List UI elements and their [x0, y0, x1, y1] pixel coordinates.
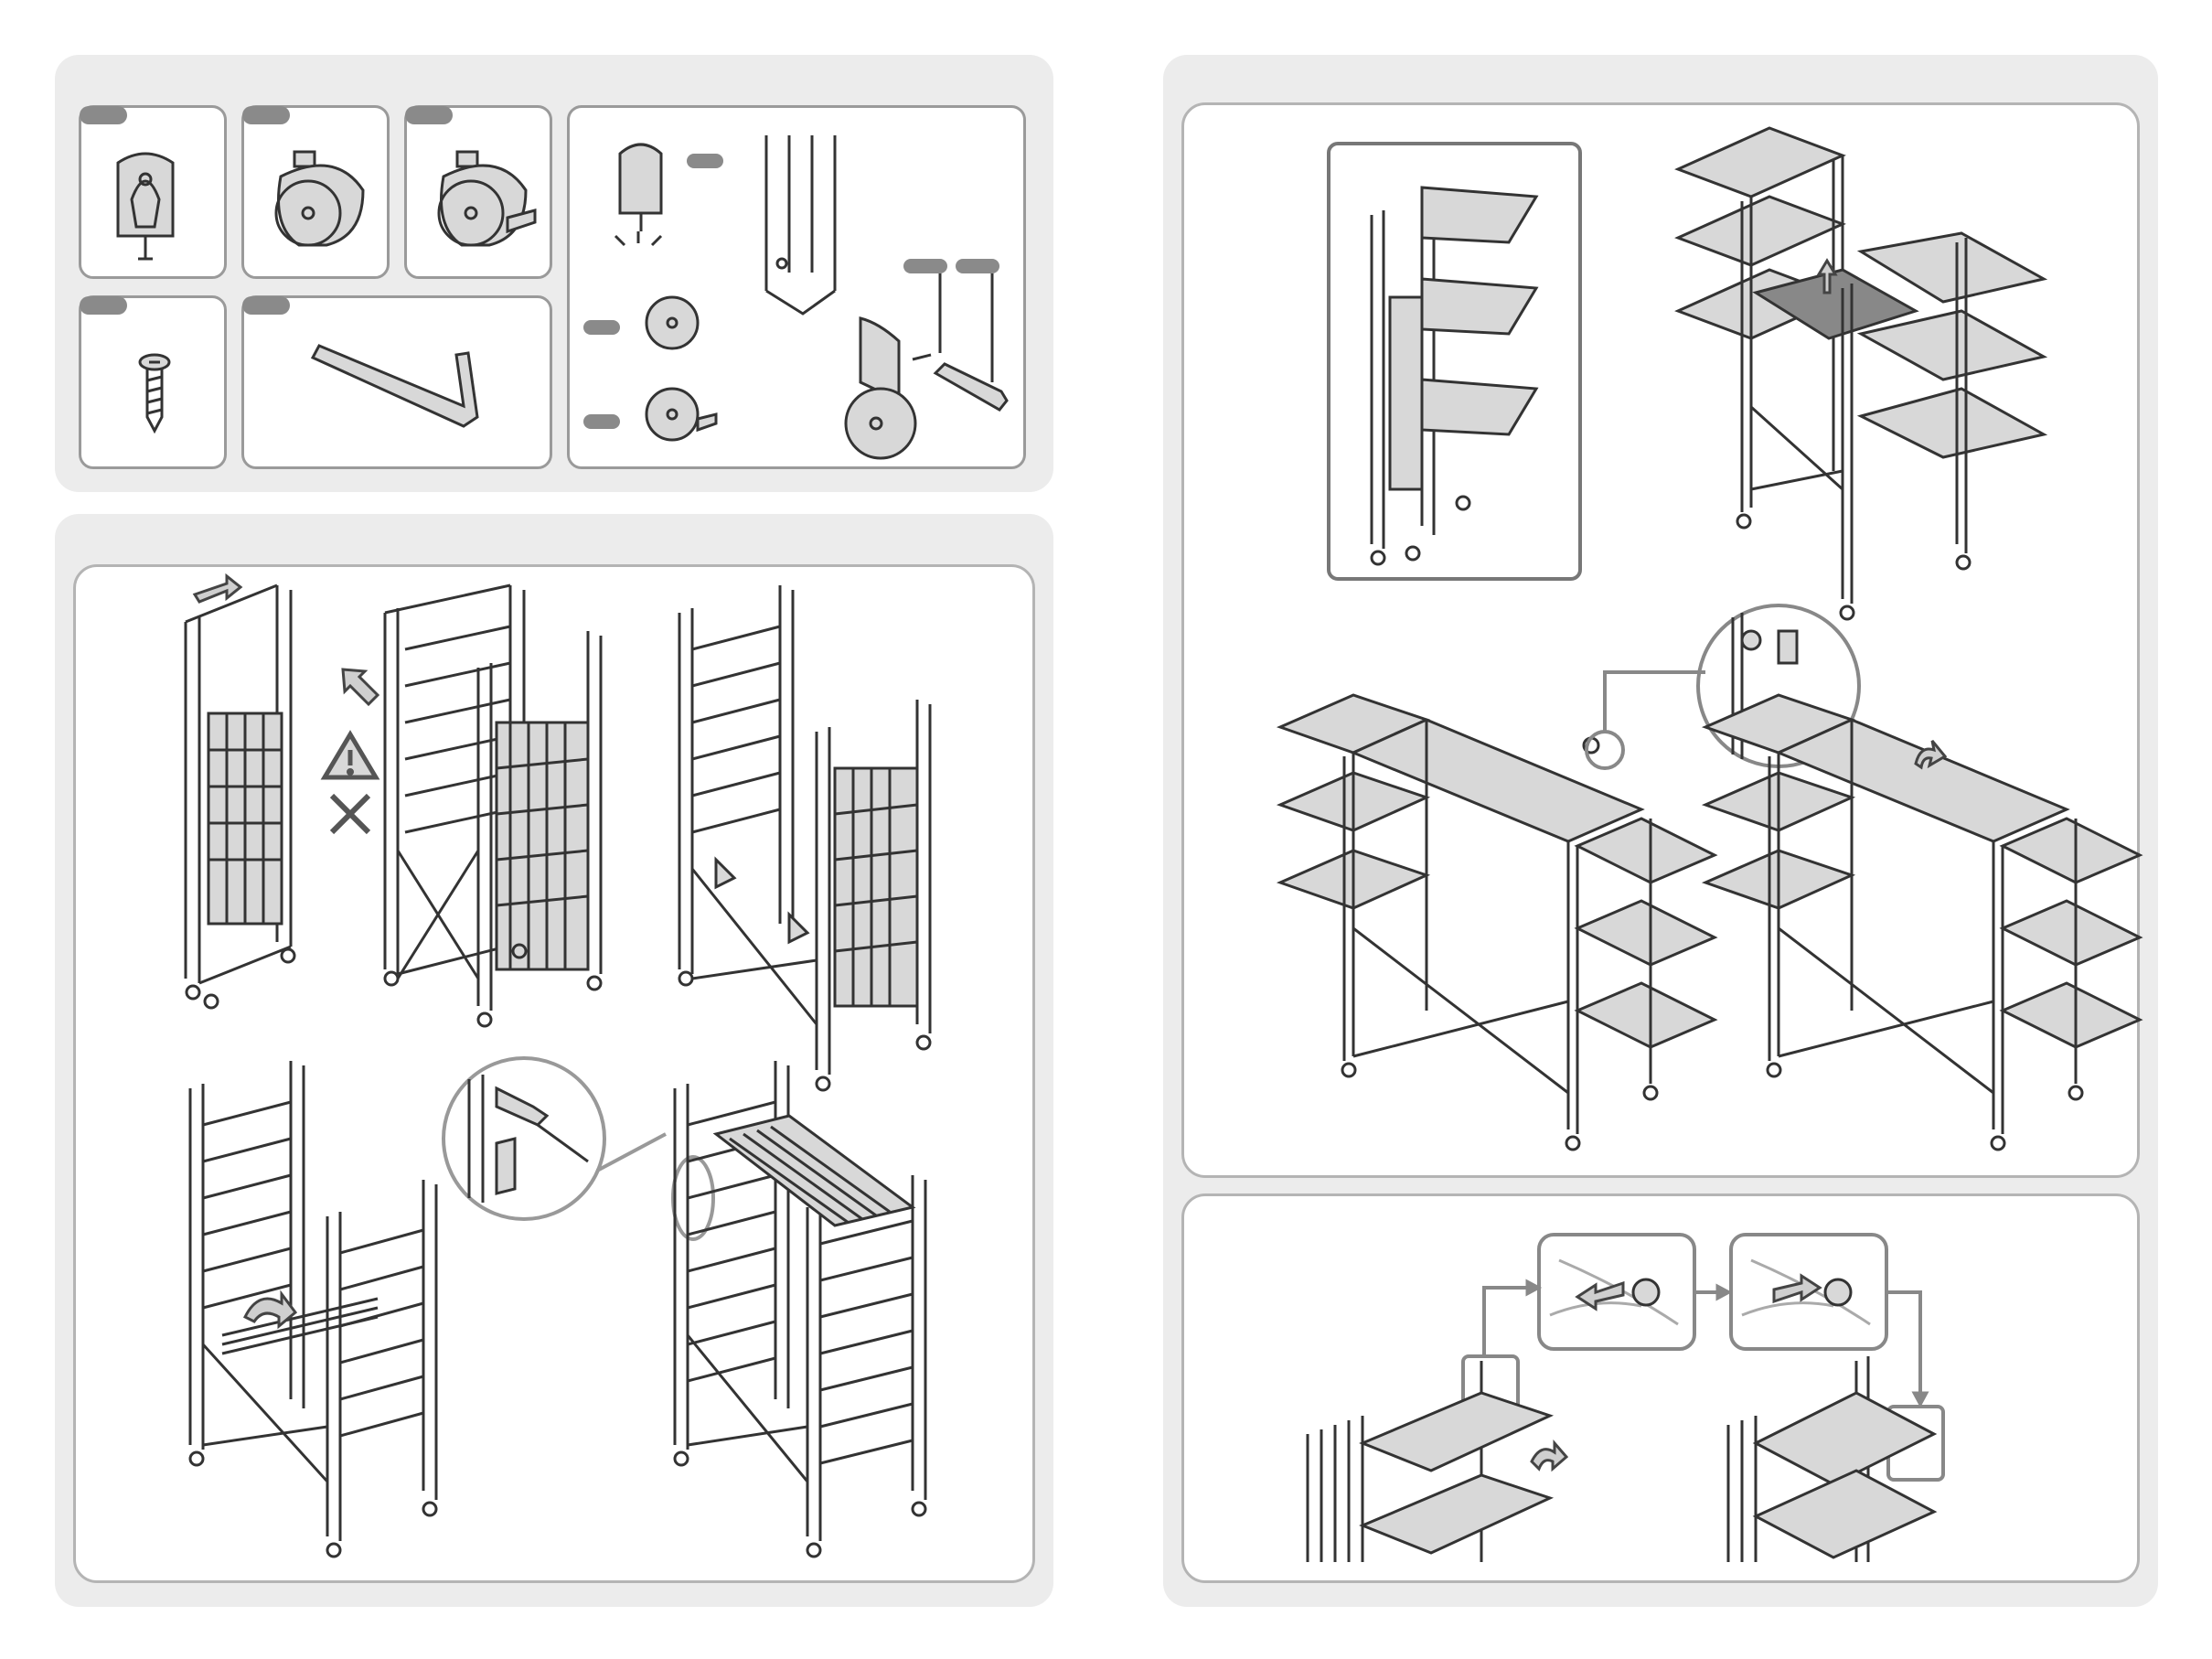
- unfolded-dryer-right: [1705, 695, 2140, 1150]
- screw-icon: [81, 298, 230, 472]
- part-box-castor-brake: [404, 105, 552, 279]
- warning-icon: [325, 734, 376, 832]
- part-box-bracket: [79, 105, 227, 279]
- unfold-steps-area: [1181, 102, 2140, 1178]
- folded-dryer: [1372, 187, 1536, 564]
- unfolding-dryer-top: [1678, 128, 2044, 619]
- adjust-steps-area: [1181, 1193, 2140, 1583]
- part-box-screw: [79, 295, 227, 469]
- castor-icon: [244, 108, 392, 282]
- zoom-detail-circle: [443, 1058, 713, 1239]
- step-1-folded-rack: [186, 576, 294, 1008]
- step-5-assembled-rack: [675, 1061, 925, 1557]
- castor-brake-icon: [407, 108, 555, 282]
- allen-key-icon: [244, 298, 555, 472]
- bracket-icon: [81, 108, 230, 282]
- step-4-connecting-rack: [190, 1061, 436, 1557]
- part-box-castor: [241, 105, 390, 279]
- adjust-steps-illustration: [1184, 1196, 2143, 1586]
- part-box-castor-assembly: [567, 105, 1026, 469]
- assembly-steps-illustration: [76, 567, 1038, 1586]
- step-3-open-rack: [679, 585, 930, 1090]
- part-box-allen-key: [241, 295, 552, 469]
- castor-assembly-illustration: [570, 108, 1029, 472]
- step-2-opening-rack: [343, 585, 601, 1026]
- unfolded-dryer-left: [1280, 695, 1715, 1150]
- unfold-steps-illustration: [1184, 105, 2143, 1181]
- assembly-steps-area: [73, 564, 1035, 1583]
